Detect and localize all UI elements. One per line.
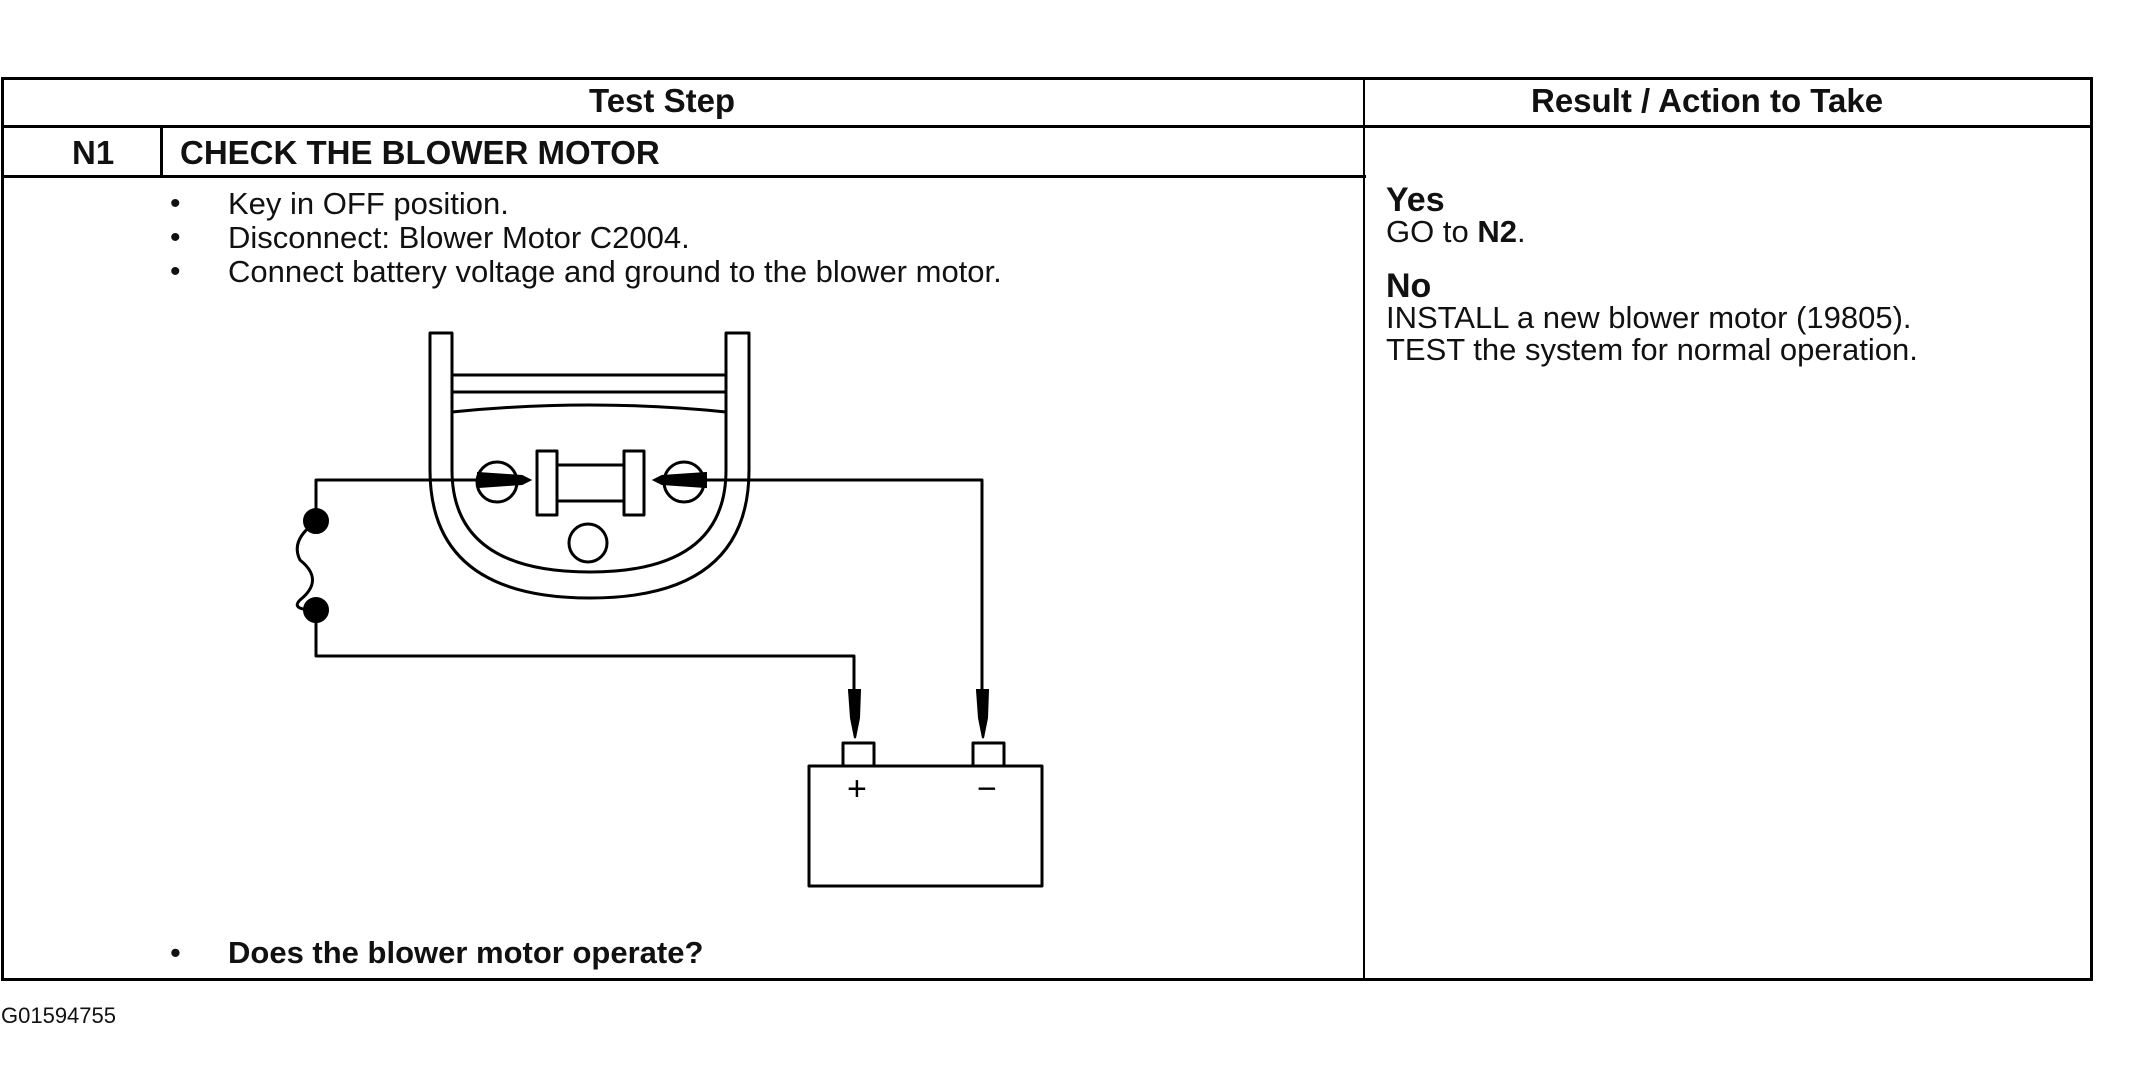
result-no-action-line: TEST the system for normal operation.	[1386, 332, 1918, 367]
probe-pin-right	[651, 471, 707, 489]
connector-hole	[567, 522, 609, 564]
battery-post-negative	[971, 741, 1006, 766]
terminal-block-right	[622, 449, 646, 517]
battery-body	[807, 764, 1044, 888]
battery-negative-label: −	[977, 770, 997, 808]
header-test-step: Test Step	[589, 82, 736, 119]
test-question: Does the blower motor operate?	[170, 935, 703, 971]
result-yes-label: Yes	[1386, 181, 1445, 219]
result-yes: Yes GO to N2.	[1386, 181, 1526, 249]
instruction-item: Key in OFF position.	[170, 187, 1002, 222]
terminal-block-left	[535, 449, 559, 517]
result-no-label: No	[1386, 267, 1432, 305]
blower-motor-test-diagram: + −	[295, 331, 1044, 888]
instruction-item: Disconnect: Blower Motor C2004.	[170, 221, 1002, 256]
connector-housing-inner	[450, 375, 728, 574]
wire-negative	[682, 478, 984, 690]
title-divider	[1, 175, 1366, 178]
step-title: CHECK THE BLOWER MOTOR	[180, 134, 660, 171]
instruction-list: Key in OFF position. Disconnect: Blower …	[170, 187, 1002, 290]
fuse-terminal-bottom	[303, 597, 329, 623]
fuse-element	[295, 520, 317, 612]
header-result-action: Result / Action to Take	[1531, 82, 1884, 119]
goto-step-link: N2	[1477, 214, 1517, 249]
result-yes-action: GO to N2.	[1386, 214, 1526, 249]
clip-positive	[847, 689, 862, 739]
step-id: N1	[72, 134, 115, 171]
header-divider	[1, 125, 2093, 128]
wire-fuse-to-battery	[314, 610, 856, 690]
battery-positive-label: +	[847, 770, 867, 808]
clip-negative	[975, 689, 990, 739]
result-no: No INSTALL a new blower motor (19805). T…	[1386, 267, 1918, 367]
battery-post-positive	[841, 741, 876, 766]
probe-pin-left	[477, 471, 533, 489]
wire-positive	[314, 478, 498, 515]
result-no-action-line: INSTALL a new blower motor (19805).	[1386, 300, 1912, 335]
figure-id: G01594755	[1, 1003, 116, 1028]
column-divider	[1363, 77, 1365, 981]
fuse-terminal-top	[303, 508, 329, 534]
connector-inner-rim	[451, 390, 727, 414]
terminal-block-body	[555, 463, 626, 503]
diagnostic-table	[1, 77, 2093, 981]
step-id-divider	[160, 125, 163, 177]
instruction-item: Connect battery voltage and ground to th…	[170, 255, 1002, 290]
connector-housing-outer	[428, 331, 751, 600]
